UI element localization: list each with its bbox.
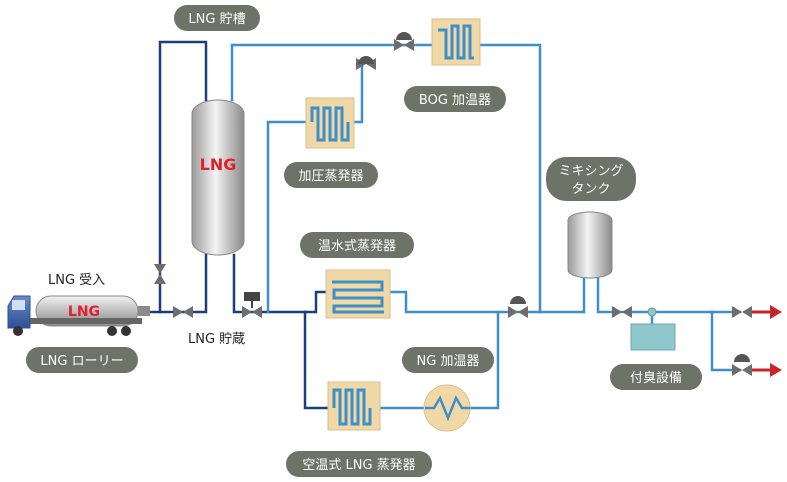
pipe-mix-out — [596, 276, 742, 314]
odorizer-unit — [630, 307, 676, 351]
outlet-arrow-upper — [752, 305, 782, 319]
pipe-ambient-branch — [303, 310, 330, 410]
svg-text:タンク: タンク — [571, 182, 610, 197]
pipe-pressurizing-loop — [266, 120, 308, 314]
mixing-tank — [567, 211, 613, 279]
pipe-ng-heater-out — [468, 310, 500, 410]
label-lng-receiving: LNG 受入 — [48, 273, 105, 288]
svg-text:LNG ローリー: LNG ローリー — [40, 354, 123, 369]
pipe-hot-water-out — [388, 290, 586, 314]
label-odorizer: 付臭設備 — [610, 364, 702, 390]
bog-heater — [431, 18, 481, 66]
label-lng-storage: LNG 貯蔵 — [188, 332, 245, 347]
svg-text:空温式 LNG 蒸発器: 空温式 LNG 蒸発器 — [302, 458, 415, 473]
svg-text:付臭設備: 付臭設備 — [630, 370, 682, 386]
label-mixing-tank: ミキシング タンク — [546, 157, 636, 201]
label-bog-heater: BOG 加温器 — [404, 86, 506, 112]
outlet-arrow-lower — [752, 363, 782, 377]
valve-hot-water-out — [508, 296, 528, 318]
svg-text:加圧蒸発器: 加圧蒸発器 — [298, 169, 363, 184]
label-pressurizing-vaporizer: 加圧蒸発器 — [284, 162, 378, 188]
valve-bog-inlet — [394, 32, 414, 51]
svg-text:ミキシング: ミキシング — [558, 164, 623, 179]
wheel-rear-2 — [121, 326, 131, 336]
label-lng-lorry: LNG ローリー — [26, 347, 138, 373]
wheel-rear-1 — [107, 326, 117, 336]
valve-outlet-upper — [732, 306, 752, 318]
svg-text:LNG 貯槽: LNG 貯槽 — [188, 12, 245, 27]
lng-lorry — [7, 295, 150, 336]
hot-water-vaporizer — [325, 269, 391, 319]
valve-pressurizer-top — [356, 56, 376, 70]
pressurizing-vaporizer — [305, 97, 355, 149]
pipe-tank-top — [230, 43, 434, 102]
valve-mix-out — [612, 306, 632, 318]
pipe-fill-line — [158, 40, 208, 314]
valve-fill-line — [154, 264, 166, 284]
label-lng-storage-tank: LNG 貯槽 — [174, 5, 260, 31]
svg-text:温水式蒸発器: 温水式蒸発器 — [318, 239, 396, 254]
wheel-front — [13, 326, 23, 336]
valve-tank-outlet — [242, 292, 262, 318]
pipe-receiving-line — [148, 253, 208, 314]
valve-receiving — [173, 306, 193, 318]
label-ambient-vaporizer: 空温式 LNG 蒸発器 — [286, 451, 432, 477]
ng-heater — [423, 384, 471, 432]
label-ng-heater: NG 加温器 — [402, 347, 494, 373]
ambient-vaporizer — [327, 381, 381, 431]
pipe-hot-water-in — [303, 290, 328, 314]
svg-text:NG 加温器: NG 加温器 — [417, 354, 480, 369]
pipe-bog-to-mix — [478, 43, 542, 314]
lng-storage-tank — [191, 99, 245, 256]
pipe-pressurizer-to-top — [352, 60, 364, 124]
pipe-tank-outlet — [232, 253, 307, 314]
svg-text:BOG 加温器: BOG 加温器 — [419, 93, 491, 108]
pipe-odorizer-branch — [710, 310, 742, 372]
valve-outlet-lower — [732, 354, 752, 376]
truck-label: LNG — [68, 304, 100, 320]
valves — [154, 32, 752, 376]
pipe-network — [148, 40, 742, 410]
tank-label: LNG — [200, 155, 237, 174]
label-hot-water-vaporizer: 温水式蒸発器 — [300, 232, 414, 258]
